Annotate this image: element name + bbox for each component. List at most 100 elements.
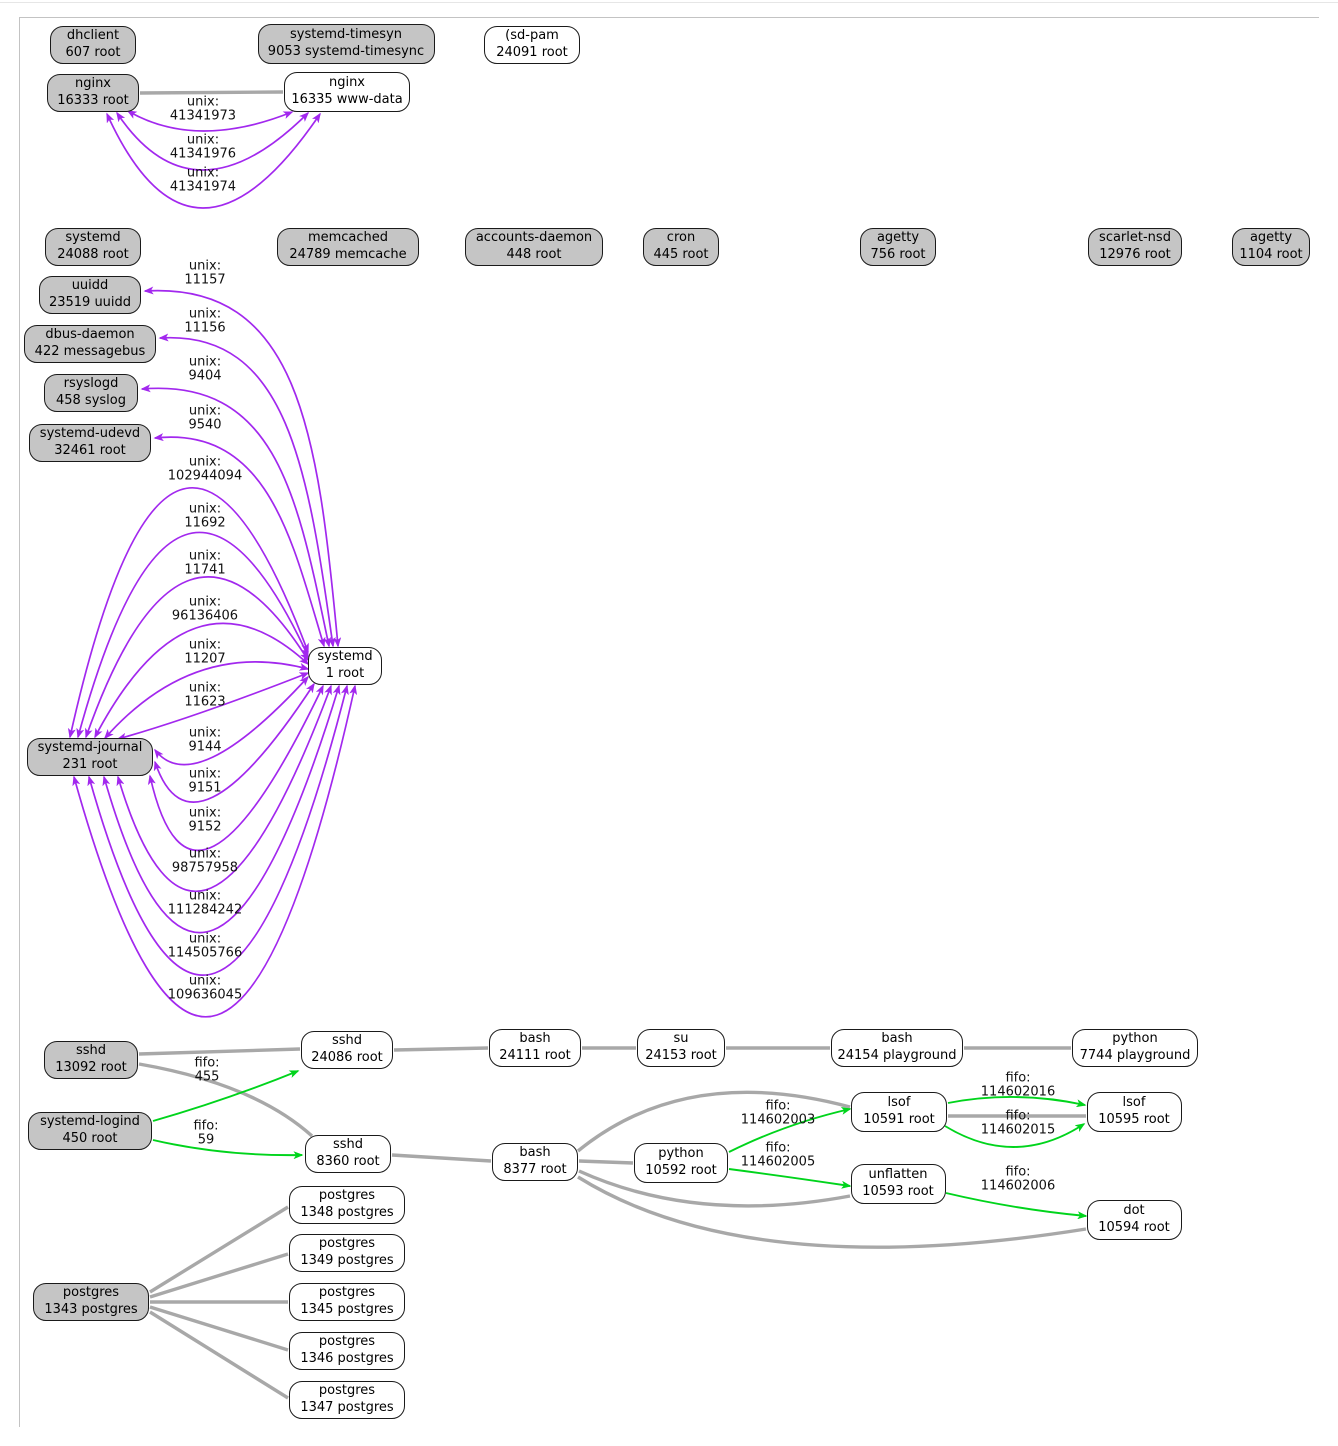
- edge-sshd13092-sshd8360: [138, 1062, 314, 1138]
- process-name: systemd-udevd: [39, 426, 141, 442]
- process-pid-user: 8377 root: [503, 1162, 567, 1177]
- process-pid-user: 24153 root: [645, 1048, 717, 1063]
- label-unix-9540: unix: 9540: [188, 403, 222, 433]
- process-name: bash: [519, 1145, 551, 1161]
- process-name: memcached: [307, 230, 389, 246]
- process-name: nginx: [74, 76, 112, 92]
- graph-frame-left-border: [19, 17, 20, 1427]
- label-unix-11156: unix: 11156: [184, 306, 226, 336]
- process-name: python: [658, 1146, 704, 1162]
- label-unix-96136406: unix: 96136406: [171, 594, 239, 624]
- edge-sshd13092-sshd24086: [138, 1047, 301, 1056]
- label-unix-109636045: unix: 109636045: [167, 973, 243, 1003]
- process-name: python: [1112, 1031, 1158, 1047]
- process-name: dhclient: [66, 28, 120, 44]
- label-fifo-114602015: fifo: 114602015: [980, 1108, 1056, 1138]
- process-pid-user: 32461 root: [54, 443, 126, 458]
- process-name: postgres: [318, 1383, 376, 1399]
- edge-fifo-114602003: [728, 1106, 852, 1153]
- process-pid-user: 10591 root: [863, 1112, 935, 1127]
- edge-nginx-master-worker: [139, 90, 284, 95]
- process-pid-user: 1349 postgres: [300, 1253, 394, 1268]
- edge-bash8377-unflatten10593: [578, 1169, 851, 1208]
- process-pid-user: 756 root: [870, 247, 926, 262]
- process-name: systemd: [317, 649, 373, 665]
- process-pid-user: 1346 postgres: [300, 1351, 394, 1366]
- edge-unix-102944094: [67, 487, 309, 739]
- process-name: sshd: [331, 1033, 363, 1049]
- edge-postgres1343-1348: [149, 1205, 289, 1294]
- label-unix-102944094: unix: 102944094: [167, 454, 243, 484]
- process-pid-user: 448 root: [506, 247, 562, 262]
- process-name: systemd-journal: [37, 740, 143, 756]
- label-fifo-114602005: fifo: 114602005: [740, 1140, 816, 1170]
- label-fifo-114602003: fifo: 114602003: [740, 1098, 816, 1128]
- process-pid-user: 24091 root: [496, 45, 568, 60]
- edge-fifo-114602015: [944, 1123, 1086, 1148]
- edge-fifo-114602006: [945, 1192, 1088, 1220]
- process-name: postgres: [318, 1188, 376, 1204]
- graph-frame-top-border: [19, 17, 1319, 18]
- label-fifo-59: fifo: 59: [193, 1118, 219, 1148]
- process-pid-user: 607 root: [65, 45, 121, 60]
- process-name: agetty: [876, 230, 920, 246]
- process-name: agetty: [1249, 230, 1293, 246]
- process-name: dot: [1123, 1203, 1145, 1219]
- edge-fifo-114602005: [728, 1168, 852, 1189]
- label-unix-9404: unix: 9404: [188, 354, 222, 384]
- edge-sshd24086-bash24111: [393, 1046, 489, 1052]
- process-name: unflatten: [868, 1167, 928, 1183]
- process-name: lsof: [887, 1095, 911, 1111]
- label-unix-11207: unix: 11207: [184, 637, 226, 667]
- process-pid-user: 10593 root: [862, 1184, 934, 1199]
- edge-unix-11692: [76, 531, 309, 739]
- process-pid-user: 1345 postgres: [300, 1302, 394, 1317]
- process-pid-user: 8360 root: [316, 1154, 380, 1169]
- image-top-edge: [0, 2, 1338, 3]
- label-fifo-114602006: fifo: 114602006: [980, 1164, 1056, 1194]
- process-name: accounts-daemon: [475, 230, 593, 246]
- label-fifo-114602016: fifo: 114602016: [980, 1070, 1056, 1100]
- label-unix-11623: unix: 11623: [184, 680, 226, 710]
- process-pid-user: 16335 www-data: [291, 92, 403, 107]
- label-unix-98757958: unix: 98757958: [171, 846, 239, 876]
- label-unix-11741: unix: 11741: [184, 548, 226, 578]
- label-unix-9152: unix: 9152: [188, 805, 222, 835]
- label-unix-114505766: unix: 114505766: [167, 931, 243, 961]
- label-unix-111284242: unix: 111284242: [167, 888, 243, 918]
- edge-bash8377-lsof10591: [576, 1090, 851, 1153]
- process-pid-user: 1343 postgres: [44, 1302, 138, 1317]
- edge-fifo-59: [152, 1139, 304, 1160]
- process-name: bash: [881, 1031, 913, 1047]
- process-pid-user: 13092 root: [55, 1060, 127, 1075]
- process-name: sshd: [332, 1137, 364, 1153]
- process-pid-user: 24789 memcache: [289, 247, 407, 262]
- edge-unix-114505766: [87, 684, 349, 976]
- process-pid-user: 12976 root: [1099, 247, 1171, 262]
- process-name: postgres: [318, 1285, 376, 1301]
- process-pid-user: 422 messagebus: [34, 344, 146, 359]
- label-unix-11692: unix: 11692: [184, 501, 226, 531]
- process-pid-user: 1 root: [325, 666, 365, 681]
- process-pid-user: 10594 root: [1098, 1220, 1170, 1235]
- label-unix-41341974: unix: 41341974: [169, 165, 237, 195]
- edge-postgres1343-1347: [149, 1310, 289, 1400]
